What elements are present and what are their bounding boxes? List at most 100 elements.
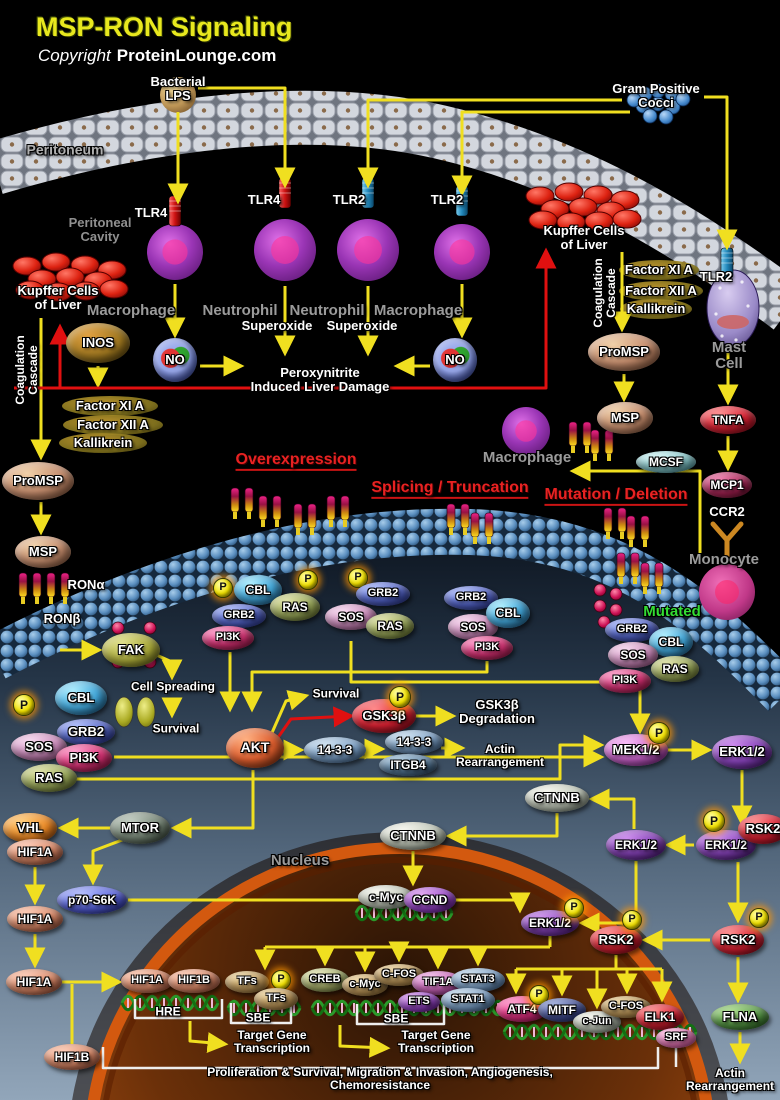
- p-badge-4[interactable]: P: [348, 568, 368, 588]
- ron-alpha-label: RONα: [67, 576, 105, 592]
- mcp1[interactable]: MCP1: [702, 472, 752, 498]
- cfos-1[interactable]: C-FOS: [374, 964, 424, 986]
- itgb4[interactable]: ITGB4: [379, 754, 437, 776]
- coccus: [658, 109, 674, 125]
- factor-protein-blob: [63, 415, 163, 435]
- cbl-3[interactable]: CBL: [486, 598, 530, 628]
- tlr4-label-1: TLR4: [134, 204, 168, 220]
- akt[interactable]: AKT: [226, 728, 284, 768]
- bracket-71: [133, 999, 224, 1020]
- stat1[interactable]: STAT1: [441, 988, 495, 1012]
- kupffer-cell: [612, 209, 642, 229]
- erk12-2[interactable]: ERK1/2: [606, 830, 666, 860]
- mtor[interactable]: MTOR: [110, 812, 170, 844]
- grb2-3[interactable]: GRB2: [356, 582, 410, 606]
- flna[interactable]: FLNA: [711, 1004, 769, 1030]
- tfs-1[interactable]: TFs: [225, 971, 269, 993]
- receptor-stem: [449, 528, 453, 535]
- ras-2[interactable]: RAS: [270, 593, 320, 621]
- receptor-stem: [21, 597, 25, 604]
- inos[interactable]: INOS: [66, 323, 130, 363]
- fak[interactable]: FAK: [102, 633, 160, 667]
- promsp-right[interactable]: ProMSP: [588, 333, 660, 371]
- ccr2-receptor-icon[interactable]: [710, 521, 744, 561]
- p-badge-12[interactable]: P: [749, 908, 769, 928]
- msp-left[interactable]: MSP: [15, 536, 71, 568]
- mcsf[interactable]: MCSF: [636, 451, 696, 473]
- no-1[interactable]: NO: [153, 338, 197, 382]
- ctnnb-1[interactable]: CTNNB: [525, 784, 589, 812]
- grb2-1[interactable]: GRB2: [57, 719, 115, 745]
- tnfa[interactable]: TNFA: [700, 406, 756, 434]
- receptor-stem: [629, 540, 633, 547]
- gsk3b-degradation-label: GSK3β Degradation: [459, 696, 535, 726]
- receptor-stem: [487, 537, 491, 544]
- arrow-58: [170, 770, 255, 839]
- dna-strand: [354, 904, 454, 922]
- cbl-1[interactable]: CBL: [55, 681, 107, 715]
- p-badge-11[interactable]: P: [622, 910, 642, 930]
- elk1[interactable]: ELK1: [636, 1004, 684, 1030]
- tlr2-label-3: TLR2: [699, 268, 733, 284]
- receptor-chain-ball: [593, 599, 607, 613]
- receptor-stem: [620, 532, 624, 539]
- hif1a-1[interactable]: HIF1A: [7, 839, 63, 865]
- arrow-26: [349, 641, 651, 735]
- hif1b-1[interactable]: HIF1B: [44, 1044, 100, 1070]
- ets[interactable]: ETS: [398, 992, 440, 1012]
- hif1a-4[interactable]: HIF1A: [121, 969, 173, 993]
- ctnnb-2[interactable]: CTNNB: [380, 822, 446, 850]
- hif1a-2[interactable]: HIF1A: [7, 906, 63, 932]
- coagulation-right-label: Coagulation Cascade: [591, 258, 618, 328]
- cell-spreading-label: Cell Spreading: [130, 679, 216, 694]
- rsk2-2[interactable]: RSK2: [590, 926, 642, 954]
- ras-4[interactable]: RAS: [651, 656, 699, 682]
- ras-3[interactable]: RAS: [366, 613, 414, 639]
- ron-beta-label: RONβ: [43, 610, 81, 626]
- tfs-2[interactable]: TFs: [254, 988, 298, 1010]
- vhl[interactable]: VHL: [3, 813, 57, 843]
- sos-3[interactable]: SOS: [448, 614, 498, 640]
- p-badge-3[interactable]: P: [298, 570, 318, 590]
- hif1a-3[interactable]: HIF1A: [6, 969, 62, 995]
- arrow-4: [704, 95, 738, 251]
- erk12-1[interactable]: ERK1/2: [712, 735, 772, 769]
- sos-4[interactable]: SOS: [608, 642, 658, 668]
- p-badge-10[interactable]: P: [564, 898, 584, 918]
- receptor-kinase-domain: [114, 696, 134, 728]
- cbl-2[interactable]: CBL: [234, 575, 282, 605]
- rsk2-1[interactable]: RSK2: [738, 814, 780, 844]
- copyright-prefix: Copyright: [38, 46, 111, 65]
- grb2-2[interactable]: GRB2: [212, 604, 266, 628]
- fourteen33-2[interactable]: 14-3-3: [385, 730, 443, 754]
- pi3k-4[interactable]: PI3K: [599, 669, 651, 693]
- srf[interactable]: SRF: [656, 1028, 696, 1048]
- p-badge-7[interactable]: P: [703, 810, 725, 832]
- survival-label-1: Survival: [152, 721, 200, 736]
- promsp-left[interactable]: ProMSP: [2, 462, 74, 500]
- fourteen33-1[interactable]: 14-3-3: [304, 737, 366, 763]
- p-badge-5[interactable]: P: [389, 686, 411, 708]
- ras-1[interactable]: RAS: [21, 764, 77, 792]
- rsk2-3[interactable]: RSK2: [712, 925, 764, 955]
- msp-right[interactable]: MSP: [597, 402, 653, 434]
- p70s6k[interactable]: p70-S6K: [57, 886, 127, 914]
- pi3k-3[interactable]: PI3K: [461, 636, 513, 660]
- kallikrein-left-label: Kallikrein: [73, 434, 133, 450]
- p-badge-2[interactable]: P: [213, 578, 233, 598]
- cjun[interactable]: c-Jun: [573, 1011, 621, 1033]
- creb[interactable]: CREB: [301, 968, 349, 992]
- p-badge-8[interactable]: P: [271, 970, 291, 990]
- kupffer-cell: [12, 256, 42, 276]
- factor-protein-blob: [62, 396, 158, 416]
- pi3k-2[interactable]: PI3K: [202, 626, 254, 650]
- hif1b-2[interactable]: HIF1B: [168, 969, 220, 993]
- lps-sphere: [160, 77, 196, 113]
- p-badge-6[interactable]: P: [648, 722, 670, 744]
- macrophage-label-1: Macrophage: [86, 301, 176, 319]
- kupffer-right-label: Kupffer Cells of Liver: [543, 222, 625, 252]
- ccnd[interactable]: CCND: [404, 887, 456, 913]
- no-2[interactable]: NO: [433, 338, 477, 382]
- p-badge-1[interactable]: P: [13, 694, 35, 716]
- cmyc-1[interactable]: c-Myc: [358, 885, 414, 909]
